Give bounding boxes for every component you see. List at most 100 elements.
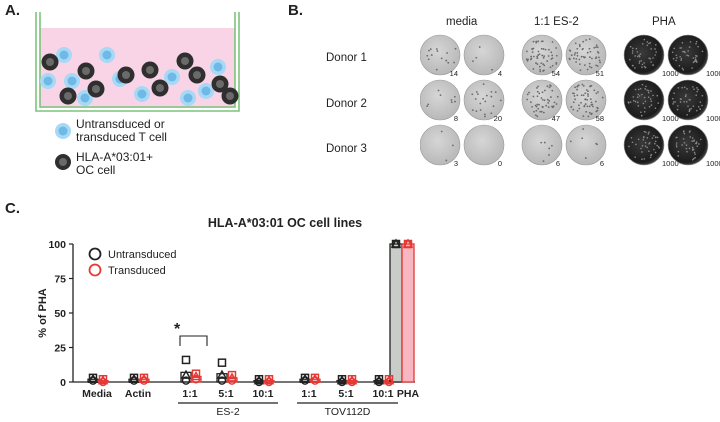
spot [643,65,646,68]
spot [687,105,689,107]
spot [531,105,534,108]
spot [682,50,684,53]
spot [648,57,650,59]
spot [537,54,540,57]
elispot-well [565,124,607,166]
spot [572,101,575,104]
x-tick-label: Media [82,388,112,400]
spot [641,63,644,66]
spot [477,93,479,96]
spot [598,56,600,59]
spot [550,85,552,87]
spot [555,54,558,57]
spot [538,92,541,95]
spot [650,104,653,106]
spot [555,47,558,49]
t-cell-nucleus [183,93,193,103]
well-count: 3 [454,159,458,168]
elispot-well [667,124,709,166]
spot [641,158,643,161]
spot [692,105,695,107]
point-untransduced [128,373,140,383]
spot [452,144,454,147]
spot [650,90,652,92]
oc-cell-nucleus [122,71,130,79]
cell-cluster [40,47,239,106]
spot [631,50,634,52]
spot [675,146,678,148]
spot [643,158,646,160]
spot [695,42,697,45]
spot [574,52,577,54]
spot [576,110,579,112]
spot [527,58,529,61]
spot [652,57,654,59]
legend-untransduced-label: Untransduced [108,249,177,261]
spot [644,88,646,90]
spot [683,141,686,144]
spot [685,147,688,150]
spot [589,50,592,53]
spot [638,62,641,64]
spot [550,144,553,147]
spot [582,128,584,130]
x-tick-label: 10:1 [372,388,393,400]
spot [680,98,682,101]
spot [682,138,685,140]
spot [453,61,455,64]
spot [630,137,633,139]
spot [677,87,680,89]
spot [499,99,502,102]
point-transduced [227,370,237,380]
spot [538,53,541,56]
point-transduced [227,376,237,385]
spot [635,47,638,50]
spot [577,84,580,87]
spot [535,40,538,43]
spot [691,67,693,69]
spot [646,41,649,43]
spot [587,90,589,93]
spot [494,91,497,94]
spot [547,55,550,57]
spot [677,150,680,153]
spot [697,45,699,48]
point-untransduced [336,375,348,385]
point-transduced [264,377,274,387]
spot [698,143,700,145]
spot [696,87,698,89]
spot [537,85,540,88]
spot [691,158,694,161]
oc-cell-nucleus [216,80,224,88]
spot [635,143,637,146]
spot [699,108,702,111]
point-untransduced [129,376,139,385]
spot [450,99,453,101]
y-axis-label: % of PHA [37,288,49,338]
spot [691,140,694,142]
point-transduced [263,375,275,385]
spot [699,101,702,103]
spot [547,102,550,104]
spot [536,95,539,98]
spot [675,136,677,139]
spot [546,85,549,88]
spot [638,60,641,63]
spot [648,105,651,108]
spot [585,39,587,41]
spot [582,47,584,50]
spot [644,145,647,148]
spot [682,130,685,133]
t-cell-nucleus [167,72,177,82]
point-untransduced [300,376,310,385]
spot [646,137,649,139]
spot [641,145,644,147]
x-tick-label: 1:1 [301,388,316,400]
spot [548,147,551,150]
spot [574,98,576,101]
t-cell-nucleus [102,50,112,60]
spot [575,57,578,60]
elispot-well [623,79,665,121]
spot [634,156,636,158]
